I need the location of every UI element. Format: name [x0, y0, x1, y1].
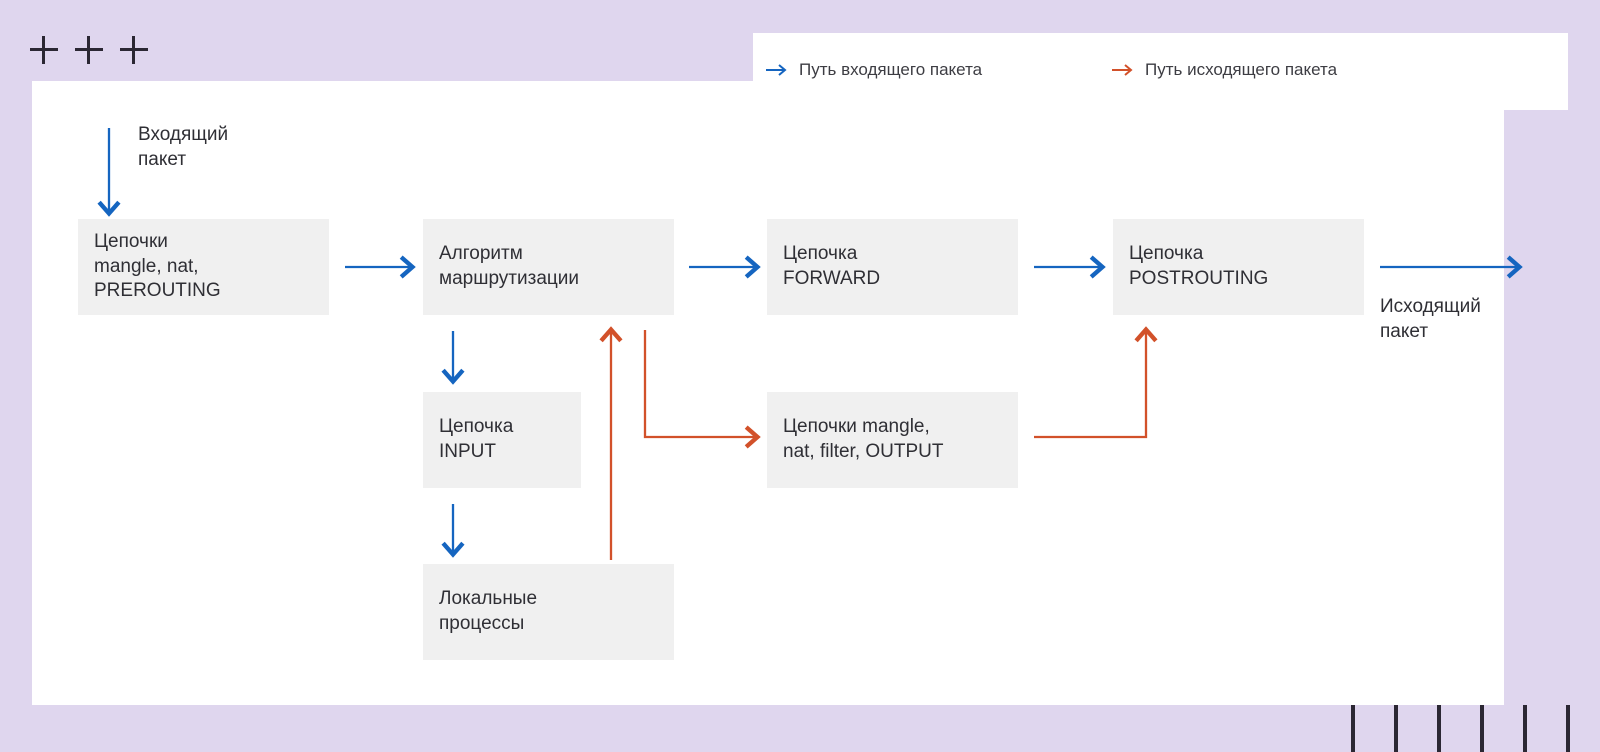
legend-item-outgoing: Путь исходящего пакета — [1112, 61, 1337, 78]
tick-mark — [1394, 705, 1398, 752]
node-forward-chain-label: Цепочка FORWARD — [783, 243, 881, 289]
node-forward-chain[interactable]: Цепочка FORWARD — [767, 219, 1018, 315]
plus-icon — [120, 36, 148, 64]
arrow-right-icon — [1112, 63, 1133, 76]
node-postrouting-chain[interactable]: Цепочка POSTROUTING — [1113, 219, 1364, 315]
node-local-processes[interactable]: Локальные процессы — [423, 564, 674, 660]
node-local-processes-label: Локальные процессы — [439, 588, 538, 634]
node-prerouting-label: Цепочки mangle, nat, PREROUTING — [94, 230, 221, 302]
edge-output-to-postrouting — [1034, 326, 1158, 439]
legend-panel — [753, 33, 1568, 110]
node-input-chain-label: Цепочка INPUT — [439, 416, 514, 462]
node-output-chains-label: Цепочки mangle, nat, filter, OUTPUT — [783, 416, 944, 462]
node-input-chain[interactable]: Цепочка INPUT — [423, 392, 581, 488]
node-routing-algorithm-label: Алгоритм маршрутизации — [439, 243, 579, 289]
node-postrouting-chain-label: Цепочка POSTROUTING — [1129, 243, 1269, 289]
plus-icon — [30, 36, 58, 64]
node-output-chains[interactable]: Цепочки mangle, nat, filter, OUTPUT — [767, 392, 1018, 488]
outgoing-packet-label: Исходящий пакет — [1380, 296, 1481, 342]
tick-mark-row — [0, 705, 1600, 752]
tick-mark — [1566, 705, 1570, 752]
tick-mark — [1351, 705, 1355, 752]
incoming-packet-label: Входящий пакет — [138, 124, 229, 170]
tick-mark — [1437, 705, 1441, 752]
node-prerouting[interactable]: Цепочки mangle, nat, PREROUTING — [78, 219, 329, 315]
node-routing-algorithm[interactable]: Алгоритм маршрутизации — [423, 219, 674, 315]
plus-icon — [75, 36, 103, 64]
plus-decoration-row — [30, 30, 148, 70]
arrow-right-icon — [766, 63, 787, 76]
legend-item-incoming: Путь входящего пакета — [766, 61, 982, 78]
legend-label-incoming: Путь входящего пакета — [799, 60, 983, 79]
tick-mark — [1523, 705, 1527, 752]
edge-routing-to-output — [643, 330, 761, 449]
tick-mark — [1480, 705, 1484, 752]
legend-label-outgoing: Путь исходящего пакета — [1145, 60, 1338, 79]
